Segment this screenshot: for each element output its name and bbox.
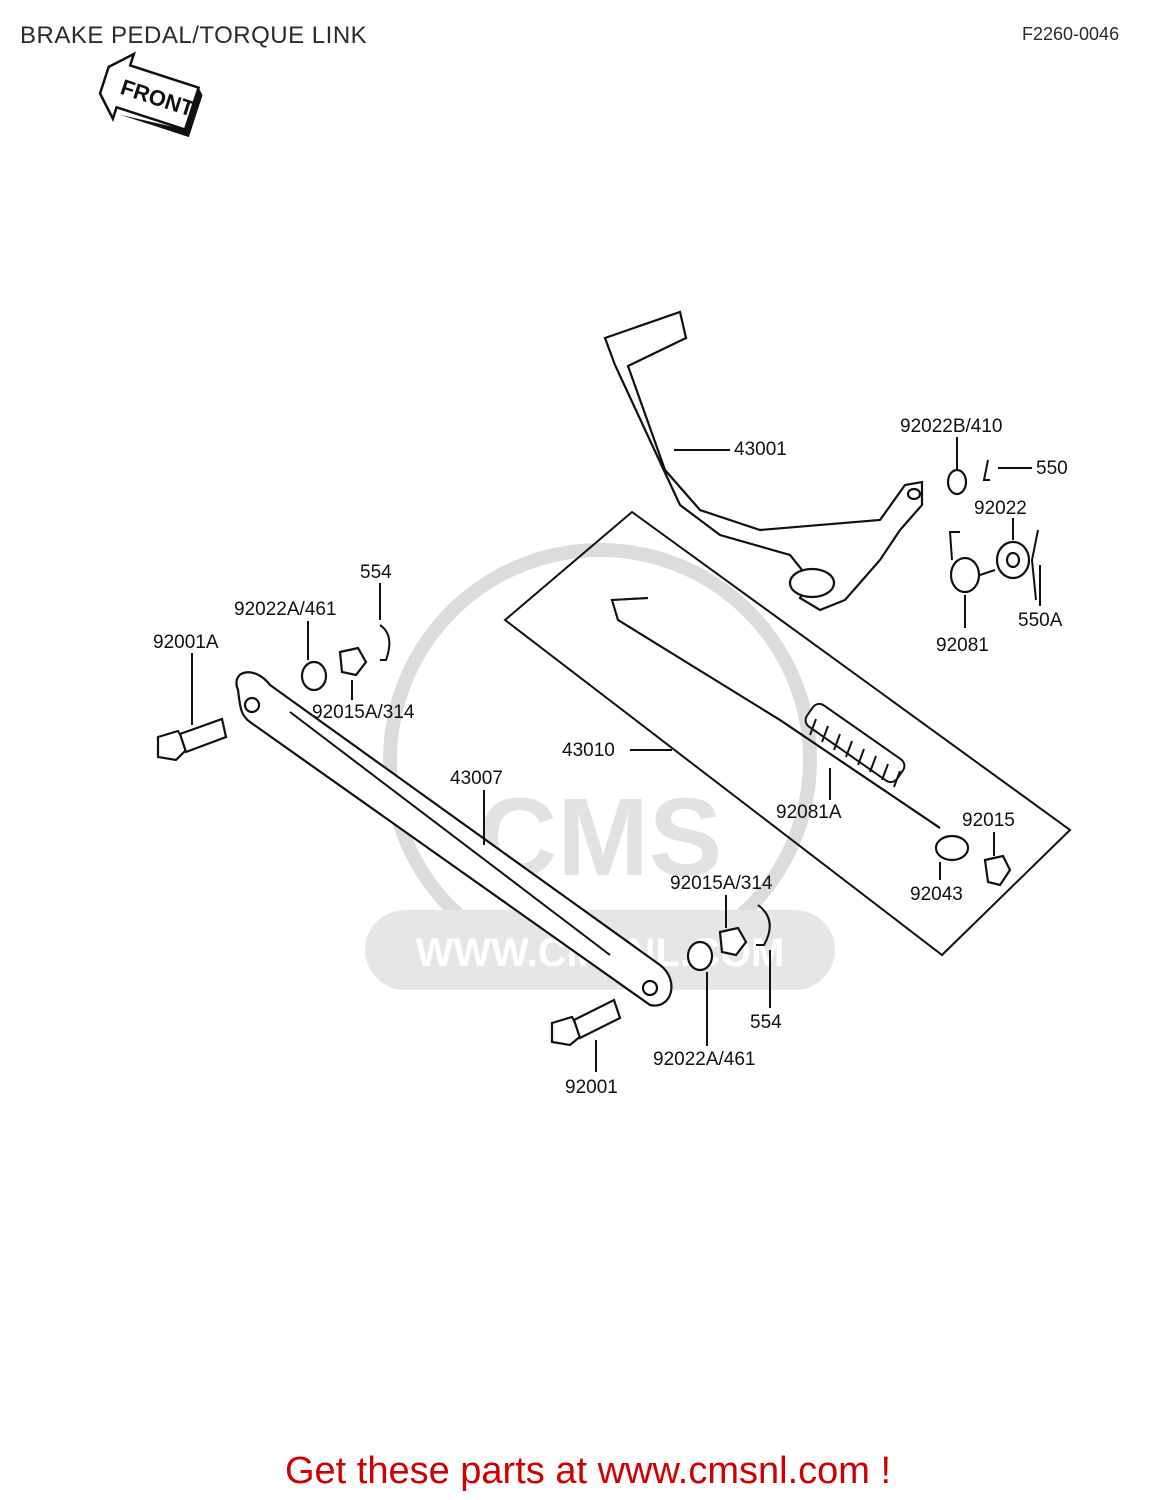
label-92015A-314-top: 92015A/314 <box>312 702 415 723</box>
nut-92015A-bot <box>718 926 748 957</box>
label-92043: 92043 <box>910 884 963 905</box>
label-92081A: 92081A <box>776 802 842 823</box>
label-92022B-410: 92022B/410 <box>900 416 1003 437</box>
label-92022A-461-bot: 92022A/461 <box>653 1049 756 1070</box>
clip-554-bot <box>756 904 771 946</box>
pin-92043 <box>934 834 970 862</box>
washer-92022A-bot <box>686 940 714 972</box>
clip-554-top <box>379 624 391 661</box>
bolt-92001 <box>550 998 622 1047</box>
label-92015A-314-bot: 92015A/314 <box>670 873 773 894</box>
diagram-title: BRAKE PEDAL/TORQUE LINK <box>20 22 368 49</box>
label-43001: 43001 <box>734 439 787 460</box>
diagram-code: F2260-0046 <box>1022 24 1120 44</box>
label-92001A: 92001A <box>153 632 219 653</box>
label-92015: 92015 <box>962 810 1015 831</box>
leader-lines <box>191 437 1041 1072</box>
label-43010: 43010 <box>562 740 615 761</box>
brake-rod <box>610 597 941 829</box>
front-arrow: FRONT <box>98 51 203 138</box>
footer-link[interactable]: Get these parts at www.cmsnl.com ! <box>284 1450 892 1492</box>
bolt-92001A <box>156 717 228 762</box>
label-92001: 92001 <box>565 1077 618 1098</box>
cotter-pin-550A <box>1030 529 1039 601</box>
label-550: 550 <box>1036 458 1068 479</box>
cotter-pin-550 <box>982 459 990 481</box>
label-92081: 92081 <box>936 635 989 656</box>
label-43007: 43007 <box>450 768 503 789</box>
parts-diagram: CMS WWW.CMSNL.COM FRONT <box>98 51 1072 1098</box>
nut-92015 <box>983 854 1012 887</box>
torque-link <box>235 671 673 1007</box>
label-554-bot: 554 <box>750 1012 782 1033</box>
washer-92022B <box>946 468 968 496</box>
sub-assembly-box <box>503 510 1072 957</box>
label-554-top: 554 <box>360 562 392 583</box>
spring-92081 <box>949 556 981 594</box>
washer-92022A-top <box>300 660 328 692</box>
brake-pedal <box>603 310 924 612</box>
rod-spring <box>804 702 906 784</box>
label-92022: 92022 <box>974 498 1027 519</box>
label-550A: 550A <box>1018 610 1063 631</box>
label-92022A-461-top: 92022A/461 <box>234 599 337 620</box>
nut-92015A-top <box>338 646 368 677</box>
